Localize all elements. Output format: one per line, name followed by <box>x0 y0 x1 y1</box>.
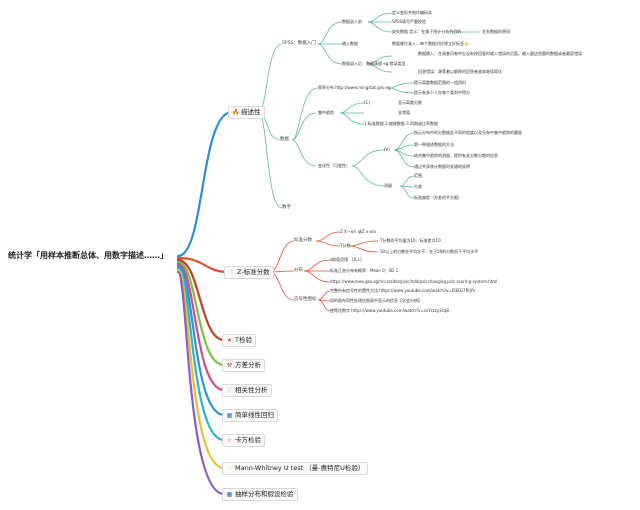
connector-anova <box>176 260 226 367</box>
node-variance[interactable]: 方差 <box>414 184 422 189</box>
star-icon: ★ <box>226 337 233 344</box>
node-vi[interactable]: (V) <box>384 147 390 152</box>
node-define-vars[interactable]: 定义变形并制作编码本 <box>392 10 432 15</box>
branch-regression[interactable]: ▦简单线性回归 <box>222 409 278 422</box>
node-tscore[interactable]: T分数 <box>340 243 351 248</box>
connector-descriptive <box>176 110 234 258</box>
building-icon: ▦ <box>226 491 233 498</box>
node-v1[interactable]: 指示分布中的分数彼此不同的程度以及分布中集中趋势的重量 <box>414 130 522 135</box>
connector-mannwhitney <box>176 268 226 470</box>
node-missing[interactable]: 缺失数据 定义：在属于统计分析的目的 <box>392 29 462 34</box>
tools-icon: ⚒ <box>226 362 233 369</box>
branch-ttest[interactable]: ★T检验 <box>222 334 256 347</box>
node-input-note[interactable]: 数据哪位录入，每个数据对应建立好标签👆 <box>392 41 469 46</box>
node-stats[interactable]: 数据 <box>280 137 289 142</box>
node-mean-note[interactable]: 1.标准数据 2.缩放数据 3.同期或比率数据 <box>364 121 438 126</box>
node-measure[interactable]: 测量 <box>384 183 392 188</box>
node-ci[interactable]: (C) <box>364 100 370 105</box>
connector-sampling <box>176 270 226 496</box>
heart-icon: ♡ <box>228 269 235 276</box>
connector-zscore <box>176 256 230 274</box>
node-d3[interactable]: https://www.mee.gov.sg/microsites/pslc/h… <box>330 279 498 284</box>
node-sd[interactable]: 标准偏差（方差的平方根） <box>414 195 462 200</box>
node-after-1[interactable]: 数据输入：在调查问卷中忘没有按回复时输入错误的后面。输入跟这些题的数据或者最容错… <box>418 51 582 56</box>
node-freq-1[interactable]: 提示离散数据范围的一组资料 <box>414 80 466 85</box>
node-d1[interactable]: z取值范围：[0,1] <box>330 257 362 262</box>
building-icon: ▦ <box>226 412 233 419</box>
node-e3[interactable]: 使等信数字 https://www.youtube.com/watch?v=ce… <box>330 308 449 313</box>
node-formula[interactable]: Z X—x/s 或Z x-a/o <box>340 229 376 234</box>
branch-mannwhitney[interactable]: ♡Mann-Whitney U test （曼-惠特尼U检验） <box>222 462 369 475</box>
connector-regression <box>176 264 226 417</box>
node-std-score[interactable]: 标准分数 <box>294 238 312 243</box>
node-freq-2[interactable]: 提示有多少人在每个类别中得分 <box>414 90 470 95</box>
node-after-2[interactable]: 回答错误：源等着以解释的回答者放弃继续简化 <box>418 69 502 74</box>
node-variability[interactable]: 变化性（可变性） <box>318 163 350 168</box>
node-v3[interactable]: 结合集中趋势的测量，提供有关分数分散的信息 <box>414 153 498 158</box>
node-after[interactable]: 数据录入后：数据清理 eg.错误类型 <box>342 61 406 66</box>
heart-icon: ♡ <box>226 387 233 394</box>
node-central[interactable]: 集中趋势 <box>318 110 334 115</box>
node-t1[interactable]: T分数的平均值为10，标准差为10 <box>380 238 441 243</box>
node-missing-note[interactable]: 丢失数据的原因 <box>482 29 510 34</box>
fire-icon: 🔥 <box>232 109 240 116</box>
branch-sampling[interactable]: ▦抽样分布和假设检验 <box>222 488 298 501</box>
node-e2[interactable]: 如的图布同性处理信图表中显示的信息【学会分辨】 <box>330 298 422 303</box>
branch-zscore[interactable]: ♡Z-标准分数 <box>224 266 274 279</box>
heart-icon: ♡ <box>226 465 233 472</box>
branch-descriptive[interactable]: 🔥描述性 <box>228 106 265 119</box>
node-v2[interactable]: 第一种描述数据的方法 <box>414 142 454 147</box>
node-spss[interactable]: SPSS：数据入门 <box>282 41 316 46</box>
node-dist[interactable]: 分布 <box>294 268 303 273</box>
node-d2[interactable]: 标准正态分布有概率：Mean 0；SD 1 <box>330 268 399 273</box>
node-freq[interactable]: 频率分布 http://www.mingstat.gov.eg <box>318 85 391 90</box>
node-data-import[interactable]: 数据录入前 <box>342 19 362 24</box>
node-range[interactable]: 范围 <box>414 173 422 178</box>
branch-anova[interactable]: ⚒方差分析 <box>222 359 265 372</box>
node-effect[interactable]: 信号性图标 <box>294 297 317 302</box>
node-mode[interactable]: 显示离散分数 <box>398 100 422 105</box>
node-e1[interactable]: 完整所有信号性的置性方法 https://www.youtube.com/wat… <box>330 288 476 293</box>
connector-ttest <box>176 258 226 342</box>
node-median[interactable]: 非常值 <box>398 110 410 115</box>
node-t2[interactable]: 30以上的分数在平均水平，在于50的分数低于平均水平 <box>380 249 479 254</box>
connector-chisquare <box>176 266 226 442</box>
branch-chisquare[interactable]: ☆卡方检验 <box>222 434 265 447</box>
node-v4[interactable]: 通过共享统计数据时关键地说明 <box>414 164 470 169</box>
connector-correlation <box>176 262 226 392</box>
star-outline-icon: ☆ <box>226 437 233 444</box>
node-input[interactable]: 输入数据 <box>342 41 358 46</box>
node-numeric[interactable]: 数字 <box>282 205 291 210</box>
branch-correlation[interactable]: ♡相关性分析 <box>222 384 272 397</box>
node-spss-tool[interactable]: SPSS填写严重校验 <box>392 19 427 24</box>
root-topic[interactable]: 统计学「用样本推断总体、用数字描述……」 <box>8 251 168 260</box>
